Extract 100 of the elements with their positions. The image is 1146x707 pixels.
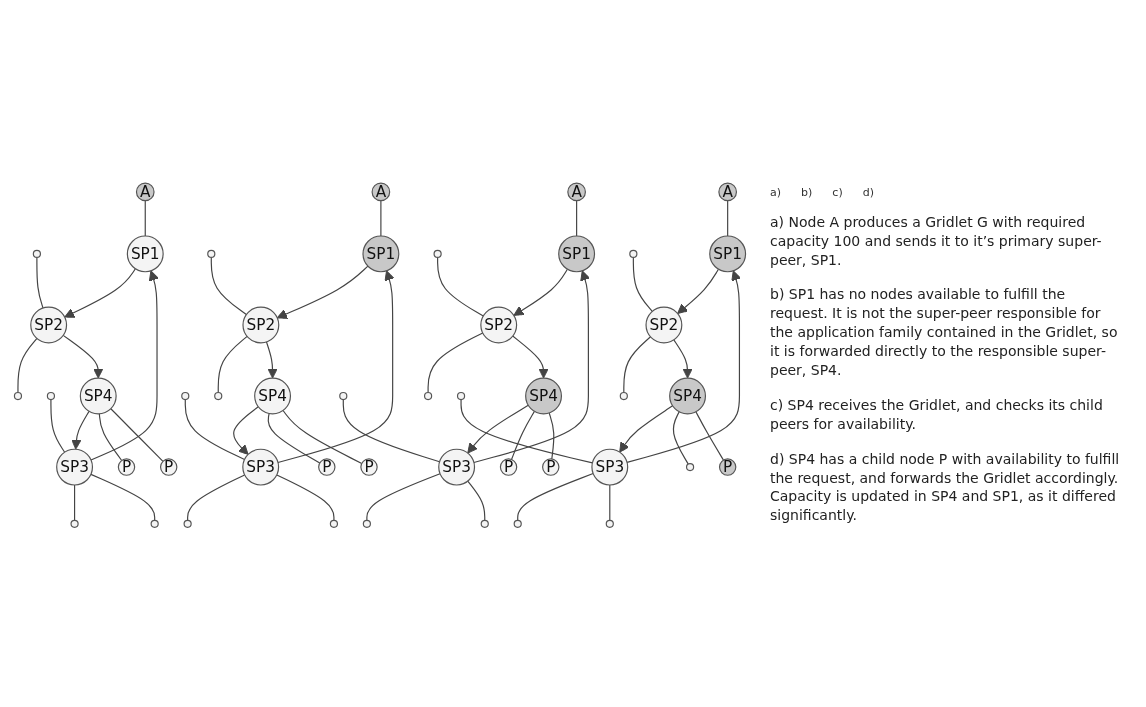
connector [460, 398, 593, 464]
arrow [233, 405, 259, 455]
node-circle [183, 519, 192, 528]
node-circle: P [718, 457, 737, 476]
node-circle: SP2 [242, 306, 280, 344]
connector [609, 484, 611, 521]
connector [282, 409, 363, 464]
node-circle: SP4 [669, 377, 707, 415]
node-circle: SP2 [480, 306, 518, 344]
node-circle: SP1 [362, 235, 400, 272]
node-circle: P [318, 457, 336, 476]
node-circle [619, 391, 628, 400]
arrow [619, 404, 674, 453]
description-paragraph: a) Node A produces a Gridlet G with required capacity 100 and sends it to it’s primary super-peer, SP1. [770, 212, 1103, 270]
node-circle: SP2 [645, 306, 683, 344]
node-circle: SP3 [591, 448, 629, 486]
node-circle: SP3 [56, 448, 94, 486]
node-circle: A [135, 182, 155, 201]
connector [184, 398, 246, 460]
node-circle [207, 249, 216, 258]
connector [187, 473, 246, 521]
arrow [276, 265, 369, 319]
arrow [513, 268, 569, 316]
node-circle [424, 391, 433, 400]
node-circle: SP1 [558, 235, 596, 272]
node-circle: P [542, 457, 560, 476]
node-circle [32, 249, 42, 258]
node-circle: P [499, 457, 518, 476]
node-circle: P [160, 457, 178, 476]
connector [427, 332, 484, 393]
panel-label: a) [770, 185, 782, 199]
node-circle: SP3 [242, 448, 280, 486]
node-circle [329, 519, 339, 528]
connector [210, 256, 247, 315]
connector [576, 199, 578, 237]
connector [623, 335, 652, 393]
node-circle: SP3 [438, 448, 476, 486]
node-circle: SP2 [30, 306, 68, 344]
description-paragraph: d) SP4 has a child node P with availability to fulfill the request, and forwards the Gridlet accordingly. Capacity is updated in SP4 and SP1, as it differed significantly. [770, 449, 1120, 526]
connector [517, 472, 594, 521]
connector [50, 398, 66, 453]
arrow [71, 410, 90, 450]
connector [380, 199, 382, 237]
connector [98, 412, 123, 461]
node-circle [456, 391, 466, 400]
connector [548, 412, 555, 460]
node-circle: SP1 [126, 235, 164, 272]
node-circle [362, 519, 371, 528]
connector [727, 199, 729, 237]
node-circle [150, 519, 159, 528]
node-circle [433, 249, 442, 258]
node-circle: A [718, 182, 738, 201]
connector [267, 412, 321, 464]
connector [695, 410, 725, 461]
description-paragraph: c) SP4 receives the Gridlet, and checks its child peers for availability. [770, 395, 1104, 434]
node-circle [46, 391, 56, 400]
connector [110, 407, 164, 462]
node-circle [629, 249, 638, 258]
connector [90, 473, 156, 521]
panel-label: d) [862, 185, 874, 199]
node-circle [13, 391, 23, 400]
node-circle [339, 391, 348, 400]
arrow [467, 404, 529, 454]
node-circle [181, 391, 190, 400]
arrow [473, 270, 591, 463]
node-circle: SP4 [254, 377, 292, 415]
arrow [673, 338, 693, 379]
connector [467, 480, 486, 521]
arrow [90, 270, 159, 461]
connector [510, 410, 535, 460]
node-circle [605, 519, 614, 528]
node-circle: P [360, 457, 378, 476]
panel-label: c) [832, 185, 843, 199]
arrow [265, 340, 278, 379]
connector [17, 337, 38, 393]
connector [437, 256, 484, 317]
arrow [277, 270, 395, 463]
node-circle: A [567, 182, 586, 201]
connector [366, 472, 441, 521]
connector [276, 473, 335, 521]
arrow [512, 335, 549, 379]
connector [632, 256, 653, 312]
connector [144, 199, 146, 237]
arrow [626, 270, 742, 463]
connector [672, 410, 689, 465]
node-circle: SP4 [79, 377, 117, 415]
node-circle: SP1 [709, 235, 747, 272]
node-circle: SP4 [525, 377, 563, 415]
description-paragraph: b) SP1 has no nodes available to fulfill the request. It is not the super-peer responsible for the application family contained in the Gridlet, so it is forwarded directly to the responsible super-peer, SP4. [770, 285, 1119, 380]
connector [74, 484, 76, 521]
arrow [62, 334, 104, 379]
node-circle [685, 462, 695, 471]
connector [217, 335, 248, 393]
node-circle: A [371, 182, 391, 201]
arrow [677, 268, 720, 314]
node-circle [513, 519, 522, 528]
panel-label: b) [801, 185, 813, 199]
node-circle [70, 519, 79, 528]
node-circle [214, 391, 223, 400]
node-circle: P [117, 457, 136, 476]
